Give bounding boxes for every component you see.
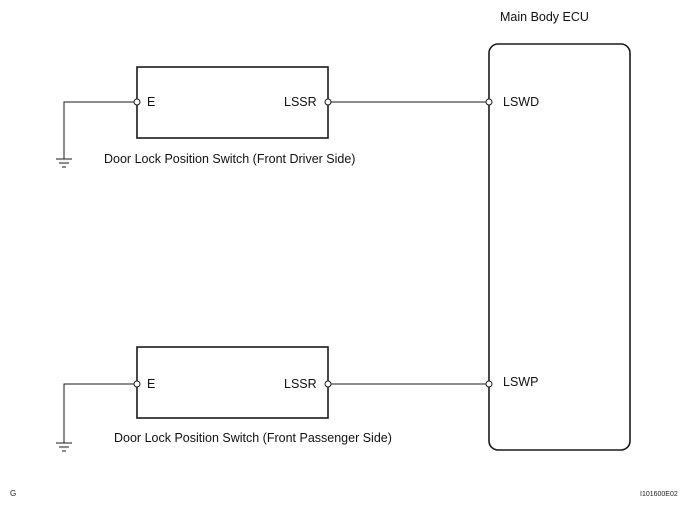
passenger-switch-box	[136, 346, 329, 419]
passenger-terminal-e-circle	[133, 380, 141, 388]
driver-ground-icon	[56, 158, 72, 168]
passenger-switch-terminal-lssr-label: LSSR	[284, 377, 317, 391]
ecu-terminal-lswd-circle	[485, 98, 493, 106]
passenger-switch-terminal-e-label: E	[147, 377, 155, 391]
passenger-ground-icon	[56, 442, 72, 452]
passenger-ground-wire	[63, 383, 134, 443]
driver-switch-box	[136, 66, 329, 139]
driver-switch-terminal-lssr-label: LSSR	[284, 95, 317, 109]
passenger-switch-caption: Door Lock Position Switch (Front Passeng…	[114, 431, 392, 445]
driver-switch-caption: Door Lock Position Switch (Front Driver …	[104, 152, 355, 166]
driver-ground-wire	[63, 101, 134, 159]
passenger-side-switch: E LSSR Door Lock Position Switch (Front …	[114, 346, 392, 445]
passenger-terminal-lssr-circle	[324, 380, 332, 388]
driver-switch-terminal-e-label: E	[147, 95, 155, 109]
ecu-terminal-lswp-circle	[485, 380, 493, 388]
main-body-ecu: Main Body ECU LSWD LSWP	[488, 10, 631, 451]
ecu-terminal-lswd-label: LSWD	[503, 95, 539, 109]
footer-left-mark: G	[10, 489, 16, 498]
driver-terminal-e-circle	[133, 98, 141, 106]
figure-id: I101600E02	[640, 491, 678, 498]
ecu-box	[488, 43, 631, 451]
driver-terminal-lssr-circle	[324, 98, 332, 106]
ecu-title: Main Body ECU	[500, 10, 589, 24]
driver-side-switch: E LSSR Door Lock Position Switch (Front …	[104, 66, 355, 166]
ecu-terminal-lswp-label: LSWP	[503, 375, 538, 389]
